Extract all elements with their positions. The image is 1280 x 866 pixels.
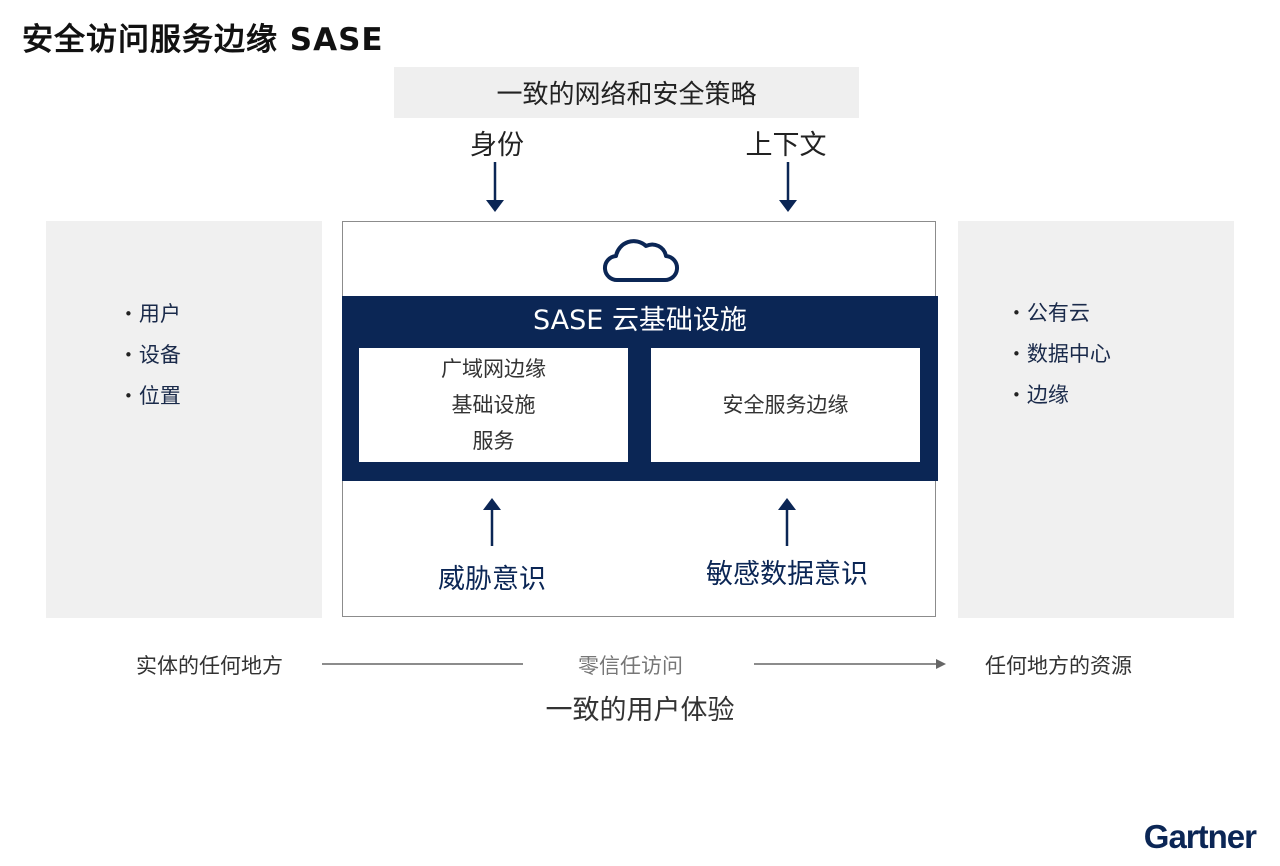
resources-anywhere-label: 任何地方的资源	[985, 654, 1132, 678]
gartner-logo: Gartner	[1143, 818, 1257, 855]
policy-label: 一致的网络和安全策略	[496, 80, 757, 110]
context-arrow	[779, 162, 797, 212]
resources-panel: 公有云 数据中心 边缘	[958, 221, 1234, 618]
entities-list: 用户 设备 位置	[124, 294, 181, 417]
threat-arrow	[483, 498, 501, 546]
wan-edge-line: 基础设施	[451, 393, 536, 417]
list-item: 位置	[124, 376, 181, 417]
connector-line-left	[322, 663, 523, 665]
list-item: 用户	[124, 294, 181, 335]
sensitive-data-awareness-label: 敏感数据意识	[706, 559, 868, 590]
context-label: 上下文	[745, 130, 827, 161]
threat-awareness-label: 威胁意识	[438, 564, 546, 595]
infrastructure-title: SASE 云基础设施	[533, 305, 747, 336]
connector-arrow-right	[754, 659, 946, 669]
identity-arrow	[486, 162, 504, 212]
security-edge-box: 安全服务边缘	[651, 348, 920, 462]
entities-panel: 用户 设备 位置	[46, 221, 322, 618]
page-title: 安全访问服务边缘 SASE	[22, 22, 384, 58]
security-edge-label: 安全服务边缘	[722, 393, 849, 417]
list-item: 设备	[124, 335, 181, 376]
zero-trust-label: 零信任访问	[578, 654, 683, 678]
resources-list: 公有云 数据中心 边缘	[1012, 293, 1111, 416]
policy-box: 一致的网络和安全策略	[394, 67, 859, 118]
list-item: 数据中心	[1012, 334, 1111, 375]
wan-edge-box: 广域网边缘 基础设施 服务	[359, 348, 628, 462]
cloud-icon	[603, 239, 679, 283]
list-item: 边缘	[1012, 375, 1111, 416]
user-experience-label: 一致的用户体验	[545, 695, 735, 726]
wan-edge-line: 广域网边缘	[441, 357, 546, 381]
list-item: 公有云	[1012, 293, 1111, 334]
wan-edge-line: 服务	[472, 429, 515, 453]
identity-label: 身份	[470, 130, 524, 161]
entities-anywhere-label: 实体的任何地方	[136, 654, 283, 678]
sensitive-data-arrow	[778, 498, 796, 546]
